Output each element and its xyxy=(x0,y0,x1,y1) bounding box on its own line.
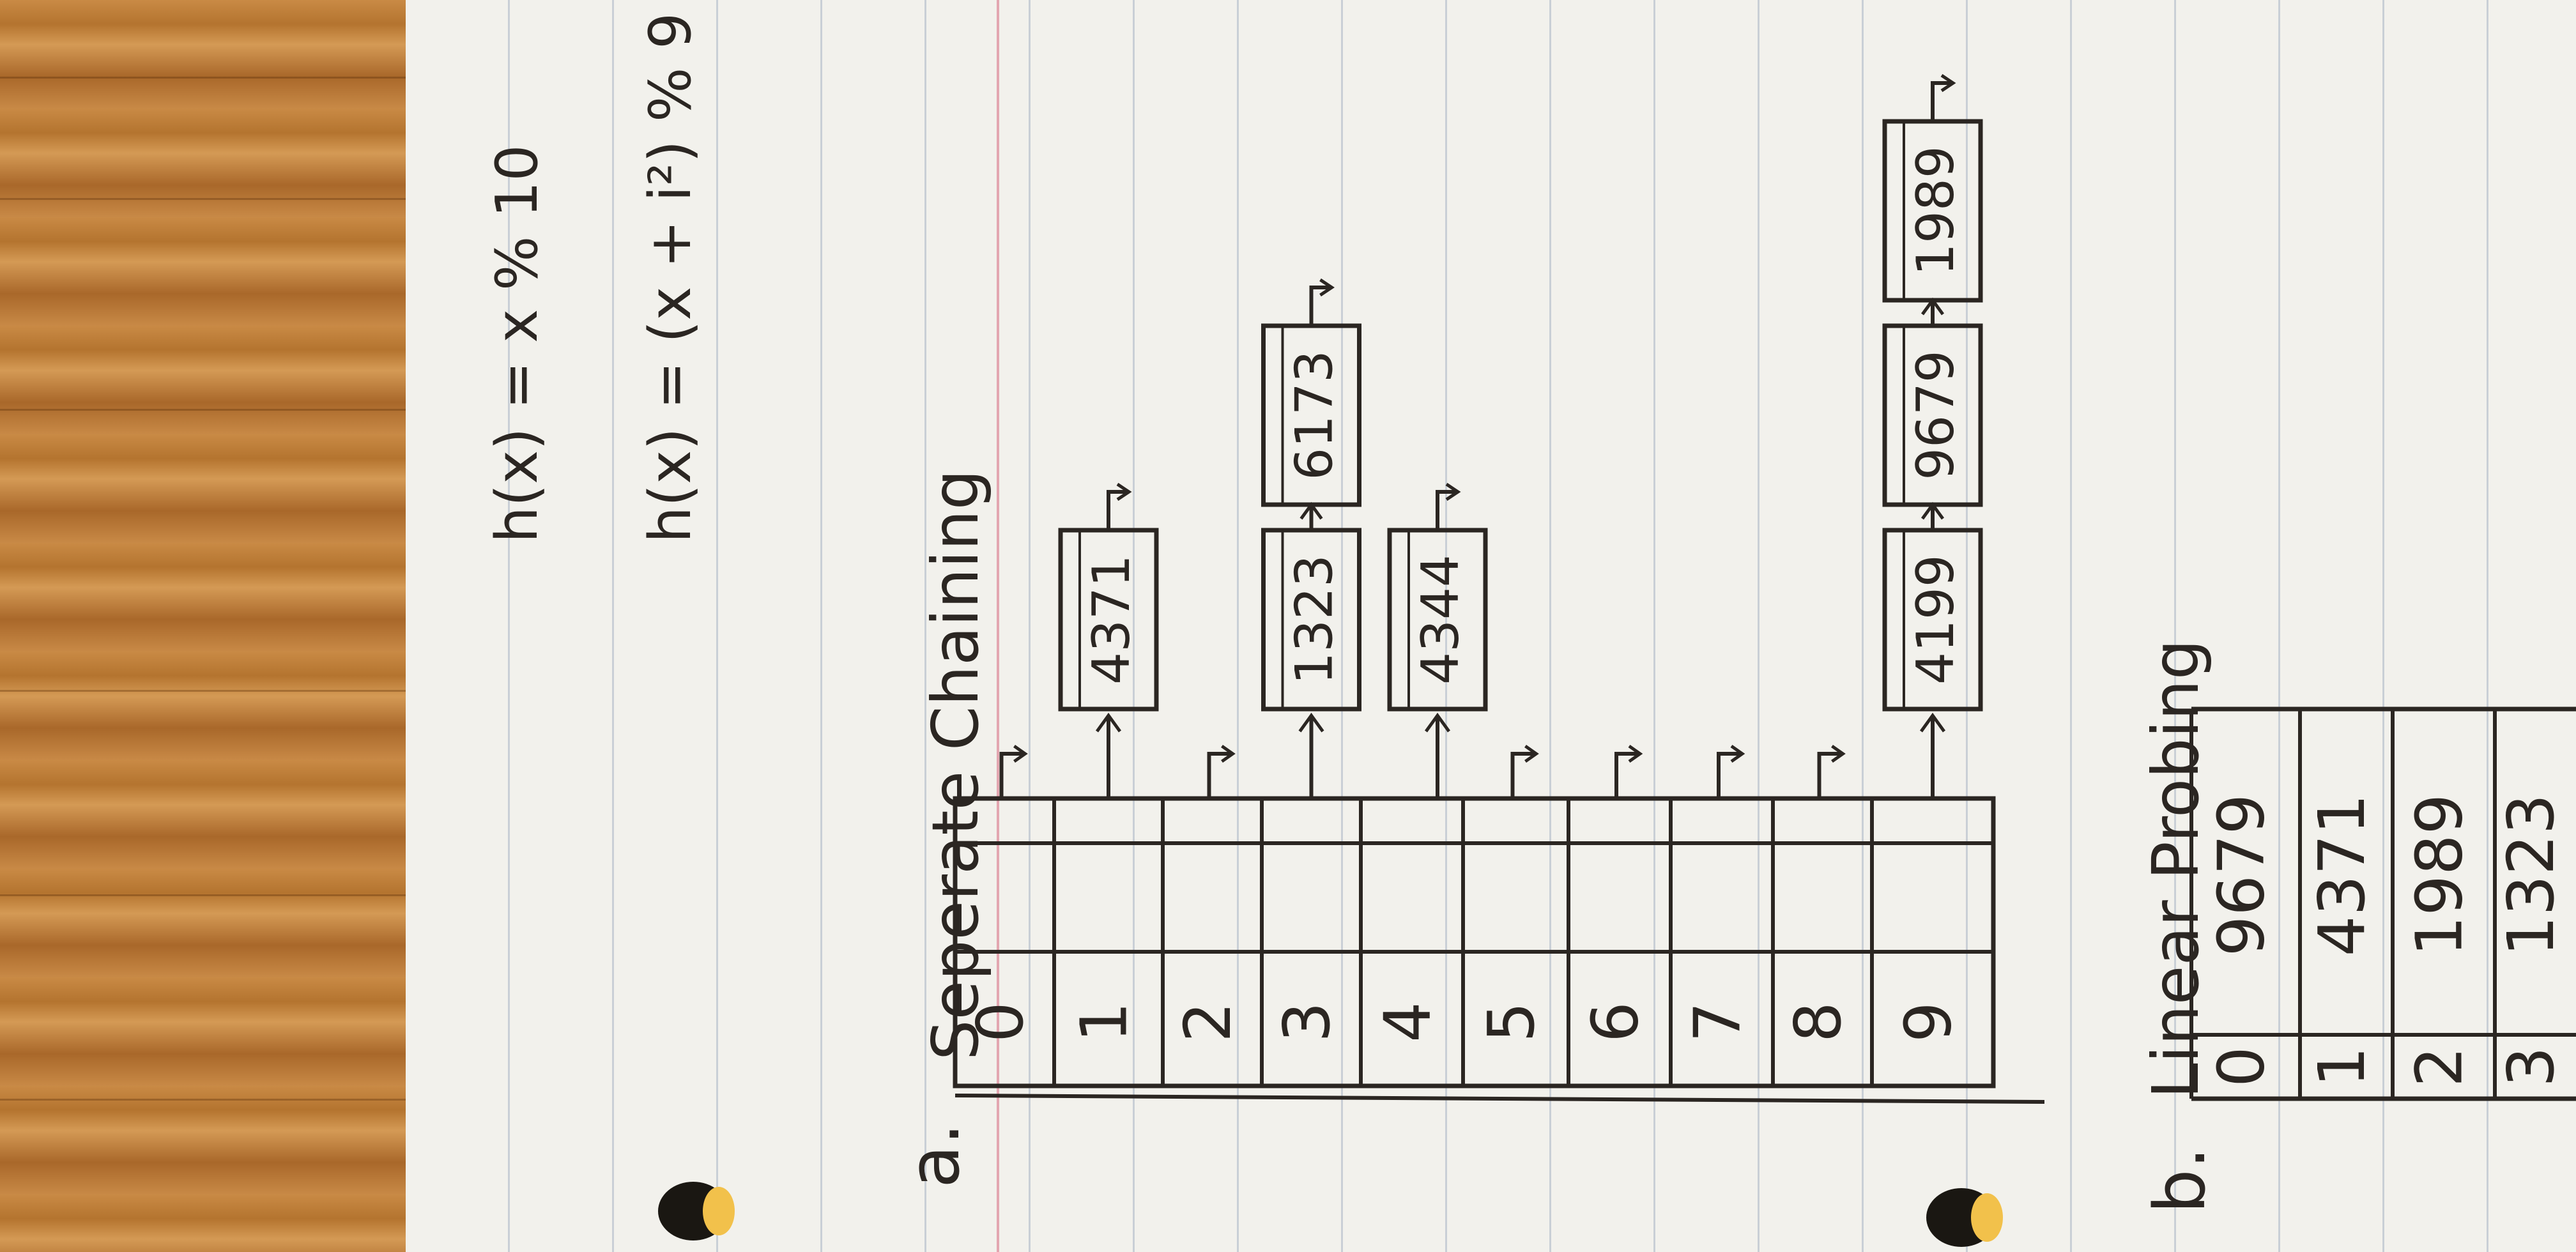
null-pointer-arrow xyxy=(999,752,1024,798)
slot-index: 8 xyxy=(1781,1002,1855,1042)
chain-node-value: 9679 xyxy=(1906,350,1965,480)
part-b-label: b. xyxy=(2139,1147,2221,1214)
chain-node-value: 1989 xyxy=(1906,146,1965,276)
chain-node-value: 6173 xyxy=(1284,350,1344,480)
null-pointer-arrow xyxy=(1510,752,1535,798)
probe-slot-value: 4371 xyxy=(2304,794,2379,957)
slot-index: 6 xyxy=(1577,1002,1652,1042)
probe-slot-index: 3 xyxy=(2494,1046,2568,1087)
paper-margin-line xyxy=(997,0,999,1252)
slot-index: 1 xyxy=(1066,1002,1141,1042)
slot-index: 9 xyxy=(1890,1002,1965,1042)
chain-node-value: 1323 xyxy=(1284,554,1344,685)
part-a-label: a. xyxy=(893,1123,975,1188)
binder-hole xyxy=(658,1182,735,1241)
probe-slot-value: 9679 xyxy=(2204,794,2278,957)
binder-hole xyxy=(1926,1188,2003,1247)
slot-index: 7 xyxy=(1680,1002,1754,1042)
probe-slot-value: 1323 xyxy=(2494,794,2568,957)
linear-probing-table: 0 9679 1 4371 2 1989 3 1323 xyxy=(2189,706,2576,1101)
null-pointer-arrow xyxy=(1436,490,1457,530)
hash-function-1: h(x) = x % 10 xyxy=(484,144,551,543)
notebook-paper xyxy=(406,0,2576,1252)
chain-node-value: 4371 xyxy=(1082,554,1141,685)
null-pointer-arrow xyxy=(1717,752,1741,798)
null-pointer-arrow xyxy=(1614,752,1639,798)
null-pointer-arrow xyxy=(1817,752,1842,798)
slot-index: 2 xyxy=(1170,1002,1245,1042)
slot-index: 0 xyxy=(963,1002,1038,1042)
null-pointer-arrow xyxy=(1107,490,1128,530)
slot-index: 5 xyxy=(1474,1002,1549,1042)
probe-slot-index: 2 xyxy=(2402,1046,2476,1087)
hash-function-2: h(x) = (x + i²) % 9 xyxy=(637,13,704,543)
probe-slot-index: 0 xyxy=(2204,1046,2278,1087)
wooden-desk xyxy=(0,0,422,1252)
slot-index: 3 xyxy=(1269,1002,1344,1042)
probe-slot-index: 1 xyxy=(2304,1046,2379,1087)
null-pointer-arrow xyxy=(1309,286,1331,326)
chain-node-value: 4344 xyxy=(1411,554,1470,685)
null-pointer-arrow xyxy=(1931,81,1952,121)
chain-node-value: 4199 xyxy=(1906,554,1965,685)
probe-slot-value: 1989 xyxy=(2402,794,2476,957)
part-b-title: Linear Probing xyxy=(2138,639,2213,1099)
slot-index: 4 xyxy=(1370,1002,1445,1042)
null-pointer-arrow xyxy=(1207,752,1232,798)
